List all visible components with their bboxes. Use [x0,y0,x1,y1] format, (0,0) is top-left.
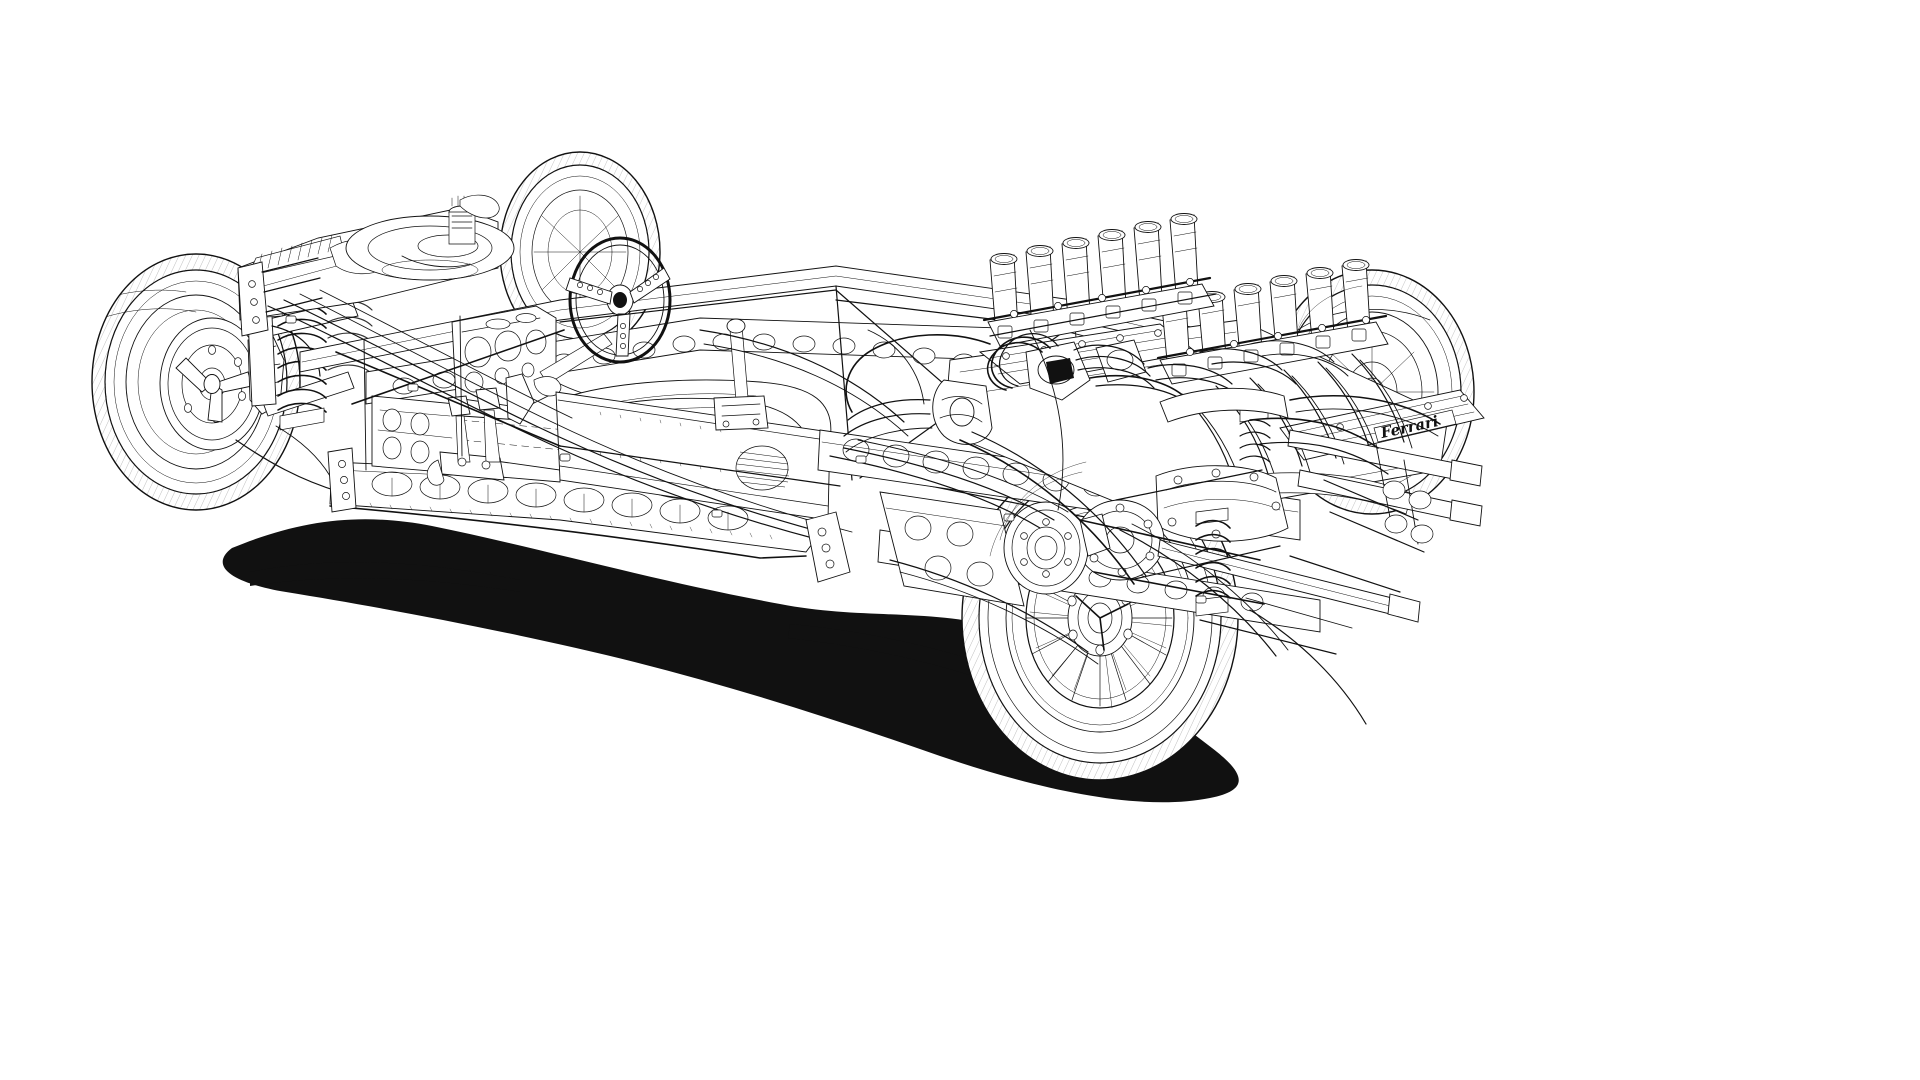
oil-tank [345,194,515,281]
velocity-stack [1061,237,1091,319]
vent-grille [735,445,789,491]
inboard-brake [1003,501,1111,595]
v12-engine: Ferrari [843,213,1485,521]
sill-member [329,461,831,559]
rear-bulkhead-panel [879,491,1025,607]
velocity-stack [1169,213,1199,295]
velocity-stacks-left [989,213,1199,335]
knock-off-spinner [175,357,253,423]
sill-end-brackets [327,447,851,583]
rear-driveline [1003,405,1483,623]
rear-body-edge [1159,387,1441,437]
master-cylinder [426,459,445,486]
pedal-box [426,373,535,486]
pedal-brake [475,387,501,463]
velocity-stack [1133,221,1163,303]
rear-frame-tubes [1199,417,1434,655]
wheel-highlights [989,285,1363,557]
lower-wishbone [261,371,355,417]
velocity-stack [1025,245,1055,327]
brake-lines [267,289,1367,725]
rear-wishbones [1079,469,1281,605]
engine-oil-lines [843,334,991,453]
line-clamps [285,315,1207,604]
gearbox-gate [713,395,769,431]
cast-shadow [222,519,1239,803]
instrument-cutouts [464,329,547,393]
timing-cover [932,379,993,445]
pedal-throttle [505,373,535,425]
front-chassis-mounts [237,257,323,337]
gear-lever [713,318,769,431]
throttle-linkage [982,276,1388,360]
breather-hose [459,194,500,219]
steering-assembly [533,236,672,399]
halfshaft-left [1157,539,1421,623]
velocity-stack [1341,259,1371,333]
gearbox [1155,465,1289,542]
